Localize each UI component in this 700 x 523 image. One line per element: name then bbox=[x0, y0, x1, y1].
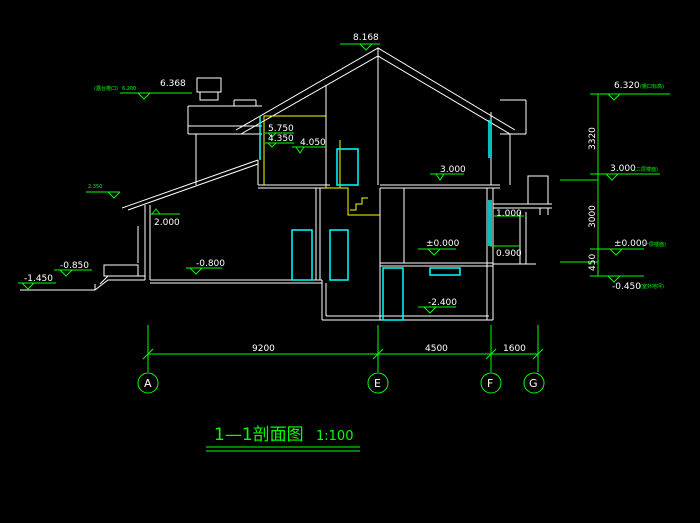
stair bbox=[263, 115, 380, 216]
elev-roof-right-note: (檐口标高) bbox=[640, 83, 664, 90]
elev-second-floor-r: 3.000 bbox=[610, 164, 636, 174]
elev-step-c: 4.050 bbox=[300, 138, 326, 148]
elev-outdoor-r-note: (室外地坪) bbox=[640, 283, 664, 290]
elev-sill-r: 0.900 bbox=[496, 249, 522, 259]
elev-basement: -0.800 bbox=[196, 259, 225, 269]
dim-horizontal-3: 1600 bbox=[503, 344, 526, 354]
dim-horizontal-2: 4500 bbox=[425, 344, 448, 354]
elev-pit: -2.400 bbox=[428, 298, 457, 308]
grid-axis-g: G bbox=[529, 377, 538, 390]
building-outline bbox=[20, 47, 552, 321]
grid-axis-e: E bbox=[374, 377, 381, 390]
elev-roof-left: 6.368 bbox=[160, 79, 186, 89]
elev-ground: ±0.000 bbox=[426, 239, 460, 249]
drawing-title: 1—1剖面图 bbox=[214, 425, 304, 445]
elev-second-floor-r-note: (二层楼面) bbox=[634, 166, 658, 173]
elev-step-b: 4.350 bbox=[268, 134, 294, 144]
dim-vertical-1: 3320 bbox=[588, 127, 598, 150]
grid-axis-a: A bbox=[144, 377, 152, 390]
elev-ridge: 8.168 bbox=[353, 33, 379, 43]
elev-second-floor: 3.000 bbox=[440, 165, 466, 175]
elev-ground-r-note: (一层楼面) bbox=[642, 241, 666, 248]
dim-horizontal-1: 9200 bbox=[252, 344, 275, 354]
elev-roof-left-sub: 6.200 bbox=[122, 86, 136, 92]
elev-outside-left: -1.450 bbox=[24, 274, 53, 284]
grid-axis-f: F bbox=[487, 377, 493, 390]
elev-roof-left-note: (露台檐口) bbox=[94, 85, 118, 92]
elev-roof-right: 6.320 bbox=[614, 81, 640, 91]
elev-step-a: 5.750 bbox=[268, 124, 294, 134]
dim-vertical-3: 450 bbox=[588, 254, 598, 271]
level-markers bbox=[18, 43, 670, 452]
openings bbox=[259, 116, 492, 321]
elev-outdoor-r: -0.450 bbox=[612, 282, 641, 292]
drawing-scale: 1:100 bbox=[316, 429, 353, 444]
elev-eave-left: 2.350 bbox=[88, 184, 102, 190]
elev-garden: -0.850 bbox=[60, 261, 89, 271]
dim-vertical-2: 3000 bbox=[588, 205, 598, 228]
elev-left-wall: 2.000 bbox=[154, 218, 180, 228]
elev-window-r: 1.000 bbox=[496, 209, 522, 219]
elev-ground-r: ±0.000 bbox=[614, 239, 648, 249]
